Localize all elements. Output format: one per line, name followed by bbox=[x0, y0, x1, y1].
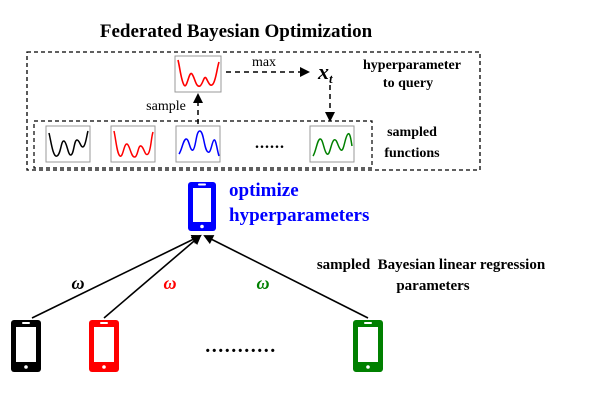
sampling-dashed-box bbox=[26, 51, 481, 171]
max-function-thumbnail bbox=[174, 55, 222, 93]
server-phone-icon bbox=[188, 182, 216, 231]
x-t-subscript: t bbox=[329, 71, 333, 86]
agent-black-arrow bbox=[31, 235, 202, 319]
agent-phone-red-icon bbox=[89, 320, 119, 372]
sampled-function-black bbox=[45, 125, 91, 163]
max-label: max bbox=[252, 55, 276, 70]
server-label-line2: hyperparameters bbox=[229, 205, 369, 226]
hyperparameter-label-line2: to query bbox=[383, 76, 433, 91]
diagram-title: Federated Bayesian Optimization bbox=[100, 21, 373, 42]
agent-green-arrow bbox=[203, 235, 369, 319]
sampled-function-blue-curve bbox=[178, 130, 220, 157]
sampled-function-green bbox=[309, 125, 355, 163]
sample-label: sample bbox=[146, 99, 186, 114]
sampled-functions-label-line2: functions bbox=[384, 146, 440, 161]
agents-ellipsis: ........... bbox=[205, 335, 277, 357]
parameters-label-line2: parameters bbox=[396, 278, 469, 294]
omega-red: ω bbox=[163, 273, 176, 293]
sampled-function-blue bbox=[175, 125, 221, 163]
parameters-label-line1: sampled Bayesian linear regression bbox=[317, 257, 546, 273]
server-label-line1: optimize bbox=[229, 180, 299, 201]
sampled-functions-label-line1: sampled bbox=[387, 125, 437, 140]
agent-red-arrow bbox=[103, 234, 202, 319]
sampled-function-red-curve bbox=[113, 130, 154, 158]
x-t-symbol: xt bbox=[317, 59, 333, 86]
max-function-curve bbox=[177, 59, 220, 88]
omega-black: ω bbox=[71, 273, 84, 293]
hyperparameter-label-line1: hyperparameter bbox=[363, 58, 461, 73]
x-t-base: x bbox=[317, 59, 329, 84]
functions-ellipsis: ...... bbox=[255, 135, 285, 152]
sampled-function-red bbox=[110, 125, 156, 163]
omega-green: ω bbox=[256, 273, 269, 293]
agent-phone-black-icon bbox=[11, 320, 41, 372]
sampled-functions-dashed-box bbox=[33, 120, 373, 169]
sampled-function-black-curve bbox=[48, 130, 89, 157]
agent-phone-green-icon bbox=[353, 320, 383, 372]
sampled-function-green-curve bbox=[312, 132, 353, 157]
